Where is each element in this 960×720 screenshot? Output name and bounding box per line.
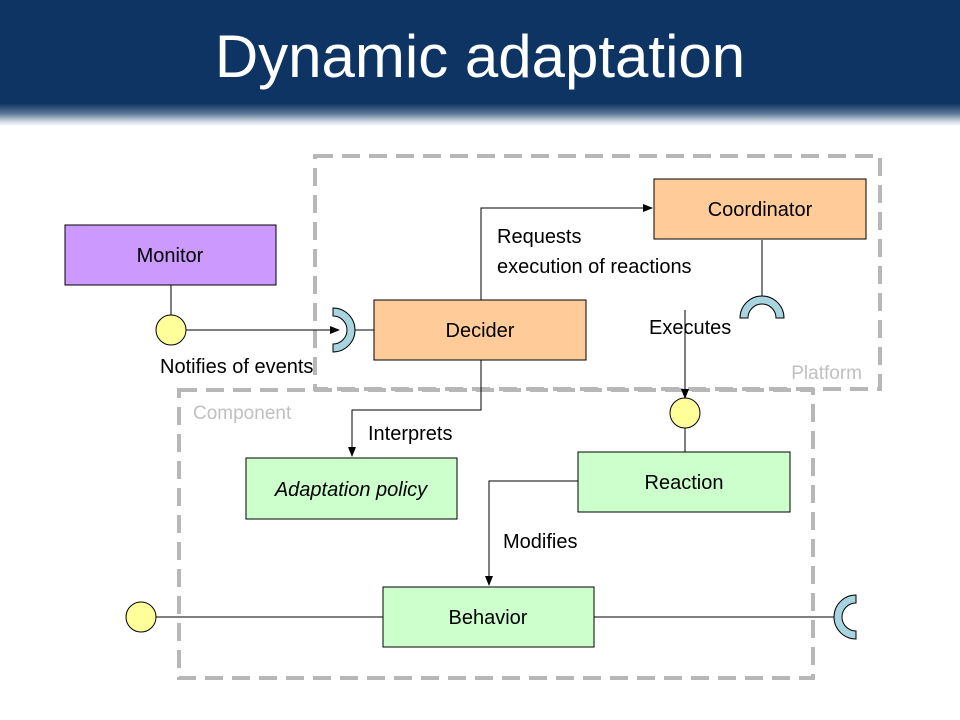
monitor-box	[64, 224, 277, 286]
interprets-arrow	[348, 360, 482, 457]
platform-label: Platform	[791, 363, 862, 384]
reaction-provided-port	[669, 397, 701, 429]
coordinator-label: Coordinator	[708, 199, 813, 221]
coordinator-box	[653, 178, 867, 240]
slide-title: Dynamic adaptation	[214, 23, 746, 90]
modifies-arrow	[485, 480, 578, 586]
requests-label-line1: Requests	[497, 226, 582, 248]
decider-required-port	[332, 307, 356, 353]
decider-label: Decider	[446, 320, 515, 342]
coordinator-required-port	[739, 295, 785, 319]
behavior-label: Behavior	[449, 607, 528, 629]
behavior-box	[382, 586, 595, 648]
monitor-label: Monitor	[137, 245, 204, 267]
header-bar	[0, 0, 960, 126]
component-label: Component	[193, 403, 292, 424]
monitor-provided-port	[155, 314, 187, 346]
reaction-box	[577, 451, 791, 513]
adaptation-policy-box	[245, 457, 458, 520]
notifies-label: Notifies of events	[160, 356, 313, 378]
executes-label: Executes	[649, 317, 731, 339]
behavior-provided-port	[125, 601, 157, 633]
requests-arrow	[480, 204, 653, 300]
behavior-required-port	[833, 594, 857, 640]
modifies-label: Modifies	[503, 531, 577, 553]
requests-label-line2: execution of reactions	[497, 256, 692, 278]
interprets-label: Interprets	[368, 423, 452, 445]
decider-box	[373, 299, 587, 361]
adaptation-policy-label: Adaptation policy	[274, 479, 428, 501]
reaction-label: Reaction	[645, 472, 724, 494]
